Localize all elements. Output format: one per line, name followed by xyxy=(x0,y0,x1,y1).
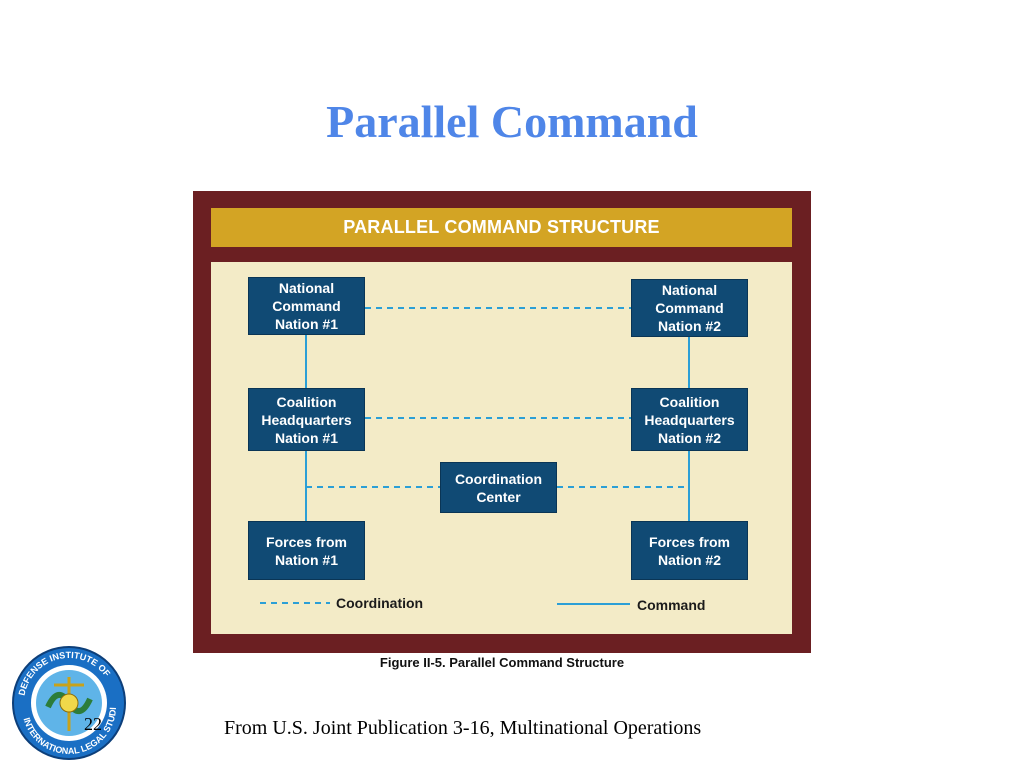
legend-command-label: Command xyxy=(637,597,706,613)
source-citation: From U.S. Joint Publication 3-16, Multin… xyxy=(224,717,702,739)
figure-banner: PARALLEL COMMAND STRUCTURE xyxy=(211,208,792,247)
forces-nation-2: Forces from Nation #2 xyxy=(631,521,748,580)
coalition-headquarters-nation-1: Coalition Headquarters Nation #1 xyxy=(248,388,365,451)
figure-caption: Figure II-5. Parallel Command Structure xyxy=(379,655,625,670)
defense-institute-logo: DEFENSE INSTITUTE OF INTERNATIONAL LEGAL… xyxy=(5,637,130,766)
legend-coordination-label: Coordination xyxy=(336,595,424,611)
banner-title: PARALLEL COMMAND STRUCTURE xyxy=(343,217,660,237)
national-command-nation-2: National Command Nation #2 xyxy=(631,279,748,337)
slide-title: Parallel Command xyxy=(326,96,698,147)
page-number: 22 xyxy=(84,714,102,734)
coalition-headquarters-nation-2: Coalition Headquarters Nation #2 xyxy=(631,388,748,451)
forces-nation-1: Forces from Nation #1 xyxy=(248,521,365,580)
national-command-nation-1: National Command Nation #1 xyxy=(248,277,365,335)
coordination-center: Coordination Center xyxy=(440,462,557,513)
